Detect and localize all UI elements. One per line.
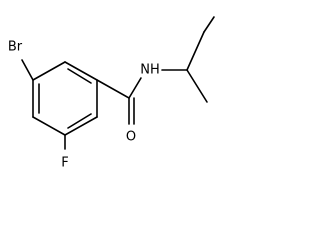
bond-ring-carbonyl [96,79,130,99]
molecule-structure: Br F O NH [8,16,215,171]
bond-carbonyl-n [128,77,142,99]
ring-double-bond-c1-c2 [67,68,92,84]
bromine-atom-label: Br [8,40,23,55]
ring-bond-c4-c5 [32,116,66,136]
ring-bond-c6-c1 [32,61,66,81]
nitrogen-atom-label: NH [140,63,160,78]
bond-ch-ch2 [186,31,205,71]
oxygen-atom-label: O [126,130,136,145]
bond-c6-br [21,59,34,81]
fluorine-atom-label: F [61,156,68,171]
benzene-ring [32,61,98,136]
bond-ch2-ch3 [203,16,215,33]
ring-bond-c3-c4 [64,116,98,136]
ring-bond-c1-c2 [64,61,98,81]
bond-ch-ch3 [186,69,208,103]
ring-double-bond-c3-c4 [67,113,92,129]
